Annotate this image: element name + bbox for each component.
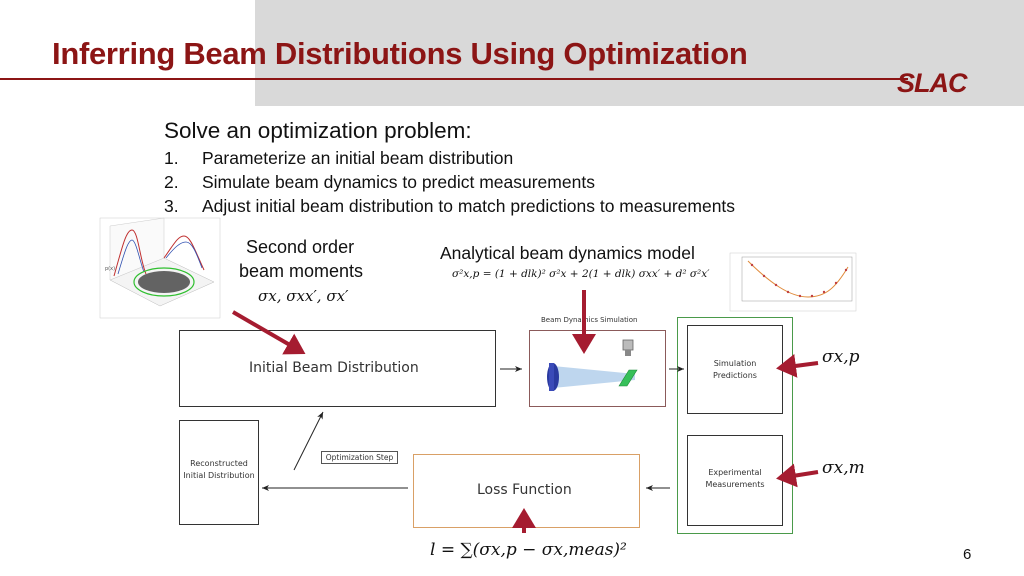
- moments-label-line2: beam moments: [239, 261, 364, 281]
- beam-distribution-3d-plot: p(x): [99, 217, 221, 319]
- model-title: Analytical beam dynamics model: [440, 243, 695, 263]
- step-item: 3. Adjust initial beam distribution to ma…: [164, 194, 735, 218]
- beam-dynamics-simulation-box: [529, 330, 666, 407]
- step-number: 1.: [164, 148, 179, 168]
- step-number: 3.: [164, 196, 179, 216]
- beam-simulation-graphic: [547, 339, 638, 391]
- optimization-step-label: Optimization Step: [325, 453, 394, 462]
- optimization-feedback-arrow: [293, 411, 324, 471]
- step-number: 2.: [164, 172, 179, 192]
- moments-formula: σx, σxx′, σx′: [258, 287, 349, 305]
- loss-formula: l = ∑(σx,p − σx,meas)²: [430, 540, 627, 560]
- initial-beam-distribution-box: [179, 330, 496, 407]
- simulation-predictions-label-line1: Simulation: [713, 359, 757, 368]
- svg-text:p(x): p(x): [105, 266, 115, 272]
- experimental-measurements-label-line2: Measurements: [705, 480, 765, 489]
- quad-scan-plot: [729, 252, 857, 312]
- experimental-measurements-label-line1: Experimental: [708, 468, 762, 477]
- header-band: [255, 0, 1024, 106]
- sigma-prediction-label: σx,p: [822, 347, 860, 367]
- model-formula: σ²x,p = (1 + dlk)² σ²x + 2(1 + dlk) σxx′…: [452, 268, 710, 280]
- step-text: Simulate beam dynamics to predict measur…: [202, 172, 595, 192]
- loss-function-label: Loss Function: [477, 482, 572, 498]
- step-text: Adjust initial beam distribution to matc…: [202, 196, 736, 216]
- simulation-predictions-label-line2: Predictions: [713, 371, 757, 380]
- intro-heading: Solve an optimization problem:: [164, 118, 472, 143]
- svg-text:SLAC: SLAC: [897, 68, 968, 98]
- reconstructed-distribution-box: [179, 420, 259, 525]
- slide-title: Inferring Beam Distributions Using Optim…: [52, 36, 748, 71]
- step-text: Parameterize an initial beam distributio…: [202, 148, 514, 168]
- step-item: 1. Parameterize an initial beam distribut…: [164, 146, 735, 170]
- initial-beam-label: Initial Beam Distribution: [249, 360, 419, 376]
- moments-label-line1: Second order: [246, 237, 355, 257]
- page-number: 6: [963, 546, 972, 563]
- reconstructed-label-line1: Reconstructed: [190, 459, 248, 468]
- experimental-measurements-box: [687, 435, 783, 526]
- simulation-predictions-box: [687, 325, 783, 414]
- simulation-header: Beam Dynamics Simulation: [541, 316, 638, 324]
- steps-list: 1. Parameterize an initial beam distribut…: [164, 146, 735, 218]
- step-item: 2. Simulate beam dynamics to predict meas…: [164, 170, 735, 194]
- slac-logo: SLAC: [897, 68, 969, 98]
- title-rule: [0, 78, 908, 80]
- reconstructed-label-line2: Initial Distribution: [183, 471, 255, 480]
- sigma-measurement-label: σx,m: [822, 458, 865, 478]
